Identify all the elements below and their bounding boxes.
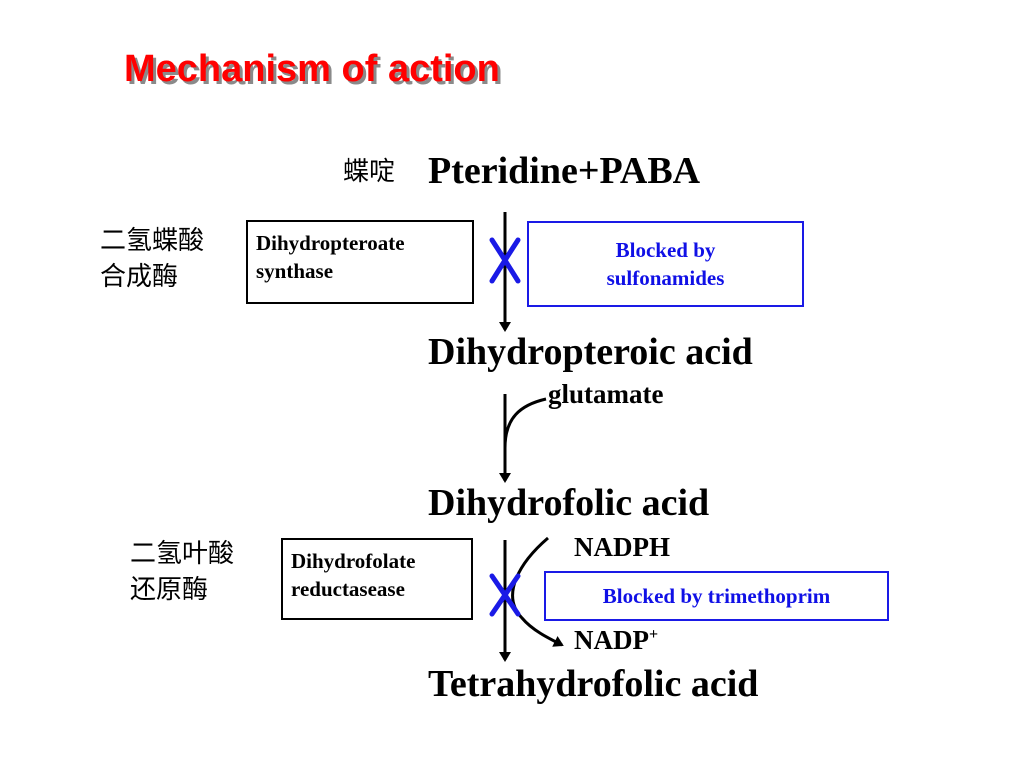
chinese-label-enzyme2-line1: 二氢叶酸 xyxy=(130,539,235,569)
page-title: Mechanism of action xyxy=(124,48,500,90)
enzyme1-line1: Dihydropteroate xyxy=(256,231,405,255)
glutamate-curve xyxy=(503,397,547,449)
blocked2-text: Blocked by trimethoprim xyxy=(602,584,831,608)
cofactor-glutamate: glutamate xyxy=(548,379,664,409)
chinese-label-enzyme1-line2: 合成酶 xyxy=(100,262,179,292)
block-mark-step1 xyxy=(489,237,521,284)
chinese-label-enzyme1-line1: 二氢蝶酸 xyxy=(100,226,205,256)
chinese-label-enzyme1: 二氢蝶酸 合成酶 xyxy=(100,223,204,295)
enzyme1-line2: synthase xyxy=(256,259,334,283)
enzyme2-line1: Dihydrofolate xyxy=(291,549,416,573)
cofactor-nadp-text: NADP xyxy=(574,625,649,655)
blocked1-line2: sulfonamides xyxy=(606,266,725,290)
compound-pteridine-paba: Pteridine+PABA xyxy=(428,150,701,192)
compound-dihydropteroic-acid: Dihydropteroic acid xyxy=(428,331,753,373)
compound-dihydrofolic-acid: Dihydrofolic acid xyxy=(428,482,710,524)
cofactor-nadp: NADP+ xyxy=(574,627,658,654)
enzyme-box-dihydrofolate-reductase: Dihydrofolate reductasease xyxy=(281,538,473,620)
blocked-box-trimethoprim: Blocked by trimethoprim xyxy=(544,571,889,621)
blocked1-line1: Blocked by xyxy=(615,238,716,262)
cofactor-nadph: NADPH xyxy=(574,532,670,562)
chinese-label-enzyme2-line2: 还原酶 xyxy=(130,575,209,605)
chinese-label-pteridine: 蝶啶 xyxy=(343,157,396,187)
blocked-box-sulfonamides: Blocked by sulfonamides xyxy=(527,221,804,307)
compound-tetrahydrofolic-acid: Tetrahydrofolic acid xyxy=(428,663,759,705)
cofactor-nadp-charge: + xyxy=(649,626,659,643)
block-mark-step3 xyxy=(489,573,521,617)
chinese-label-enzyme2: 二氢叶酸 还原酶 xyxy=(130,536,234,608)
nadph-nadp-curve xyxy=(511,536,564,647)
enzyme2-line2: reductasease xyxy=(291,577,405,601)
enzyme-box-dihydropteroate-synthase: Dihydropteroate synthase xyxy=(246,220,474,304)
